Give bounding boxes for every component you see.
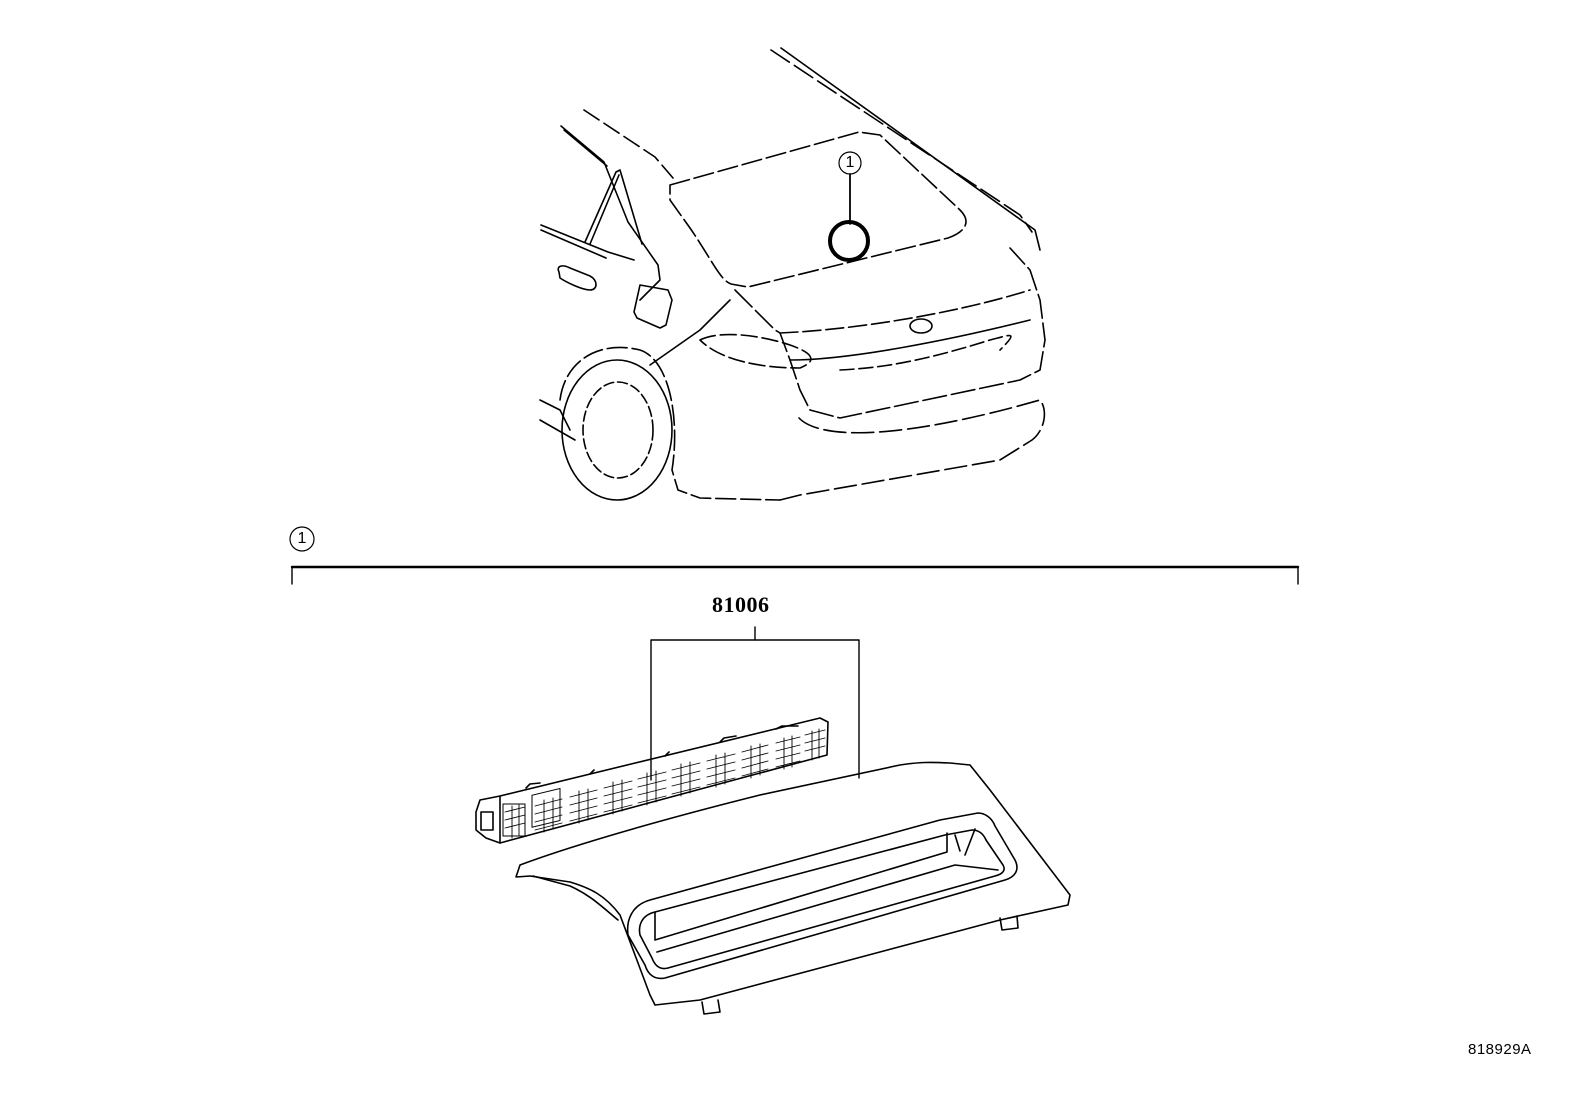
section-bracket — [289, 526, 1300, 585]
diagram-id: 818929A — [1468, 1041, 1532, 1058]
part-number-81006[interactable]: 81006 — [712, 592, 770, 617]
vehicle-rear-illustration — [539, 47, 1046, 501]
lamp-cover-illustration — [515, 761, 1071, 1015]
led-lamp-unit-illustration — [475, 717, 829, 844]
callout-1-section-label: 1 — [297, 530, 307, 547]
callout-1-vehicle-label: 1 — [845, 154, 855, 171]
part-81006-leader — [650, 626, 860, 781]
